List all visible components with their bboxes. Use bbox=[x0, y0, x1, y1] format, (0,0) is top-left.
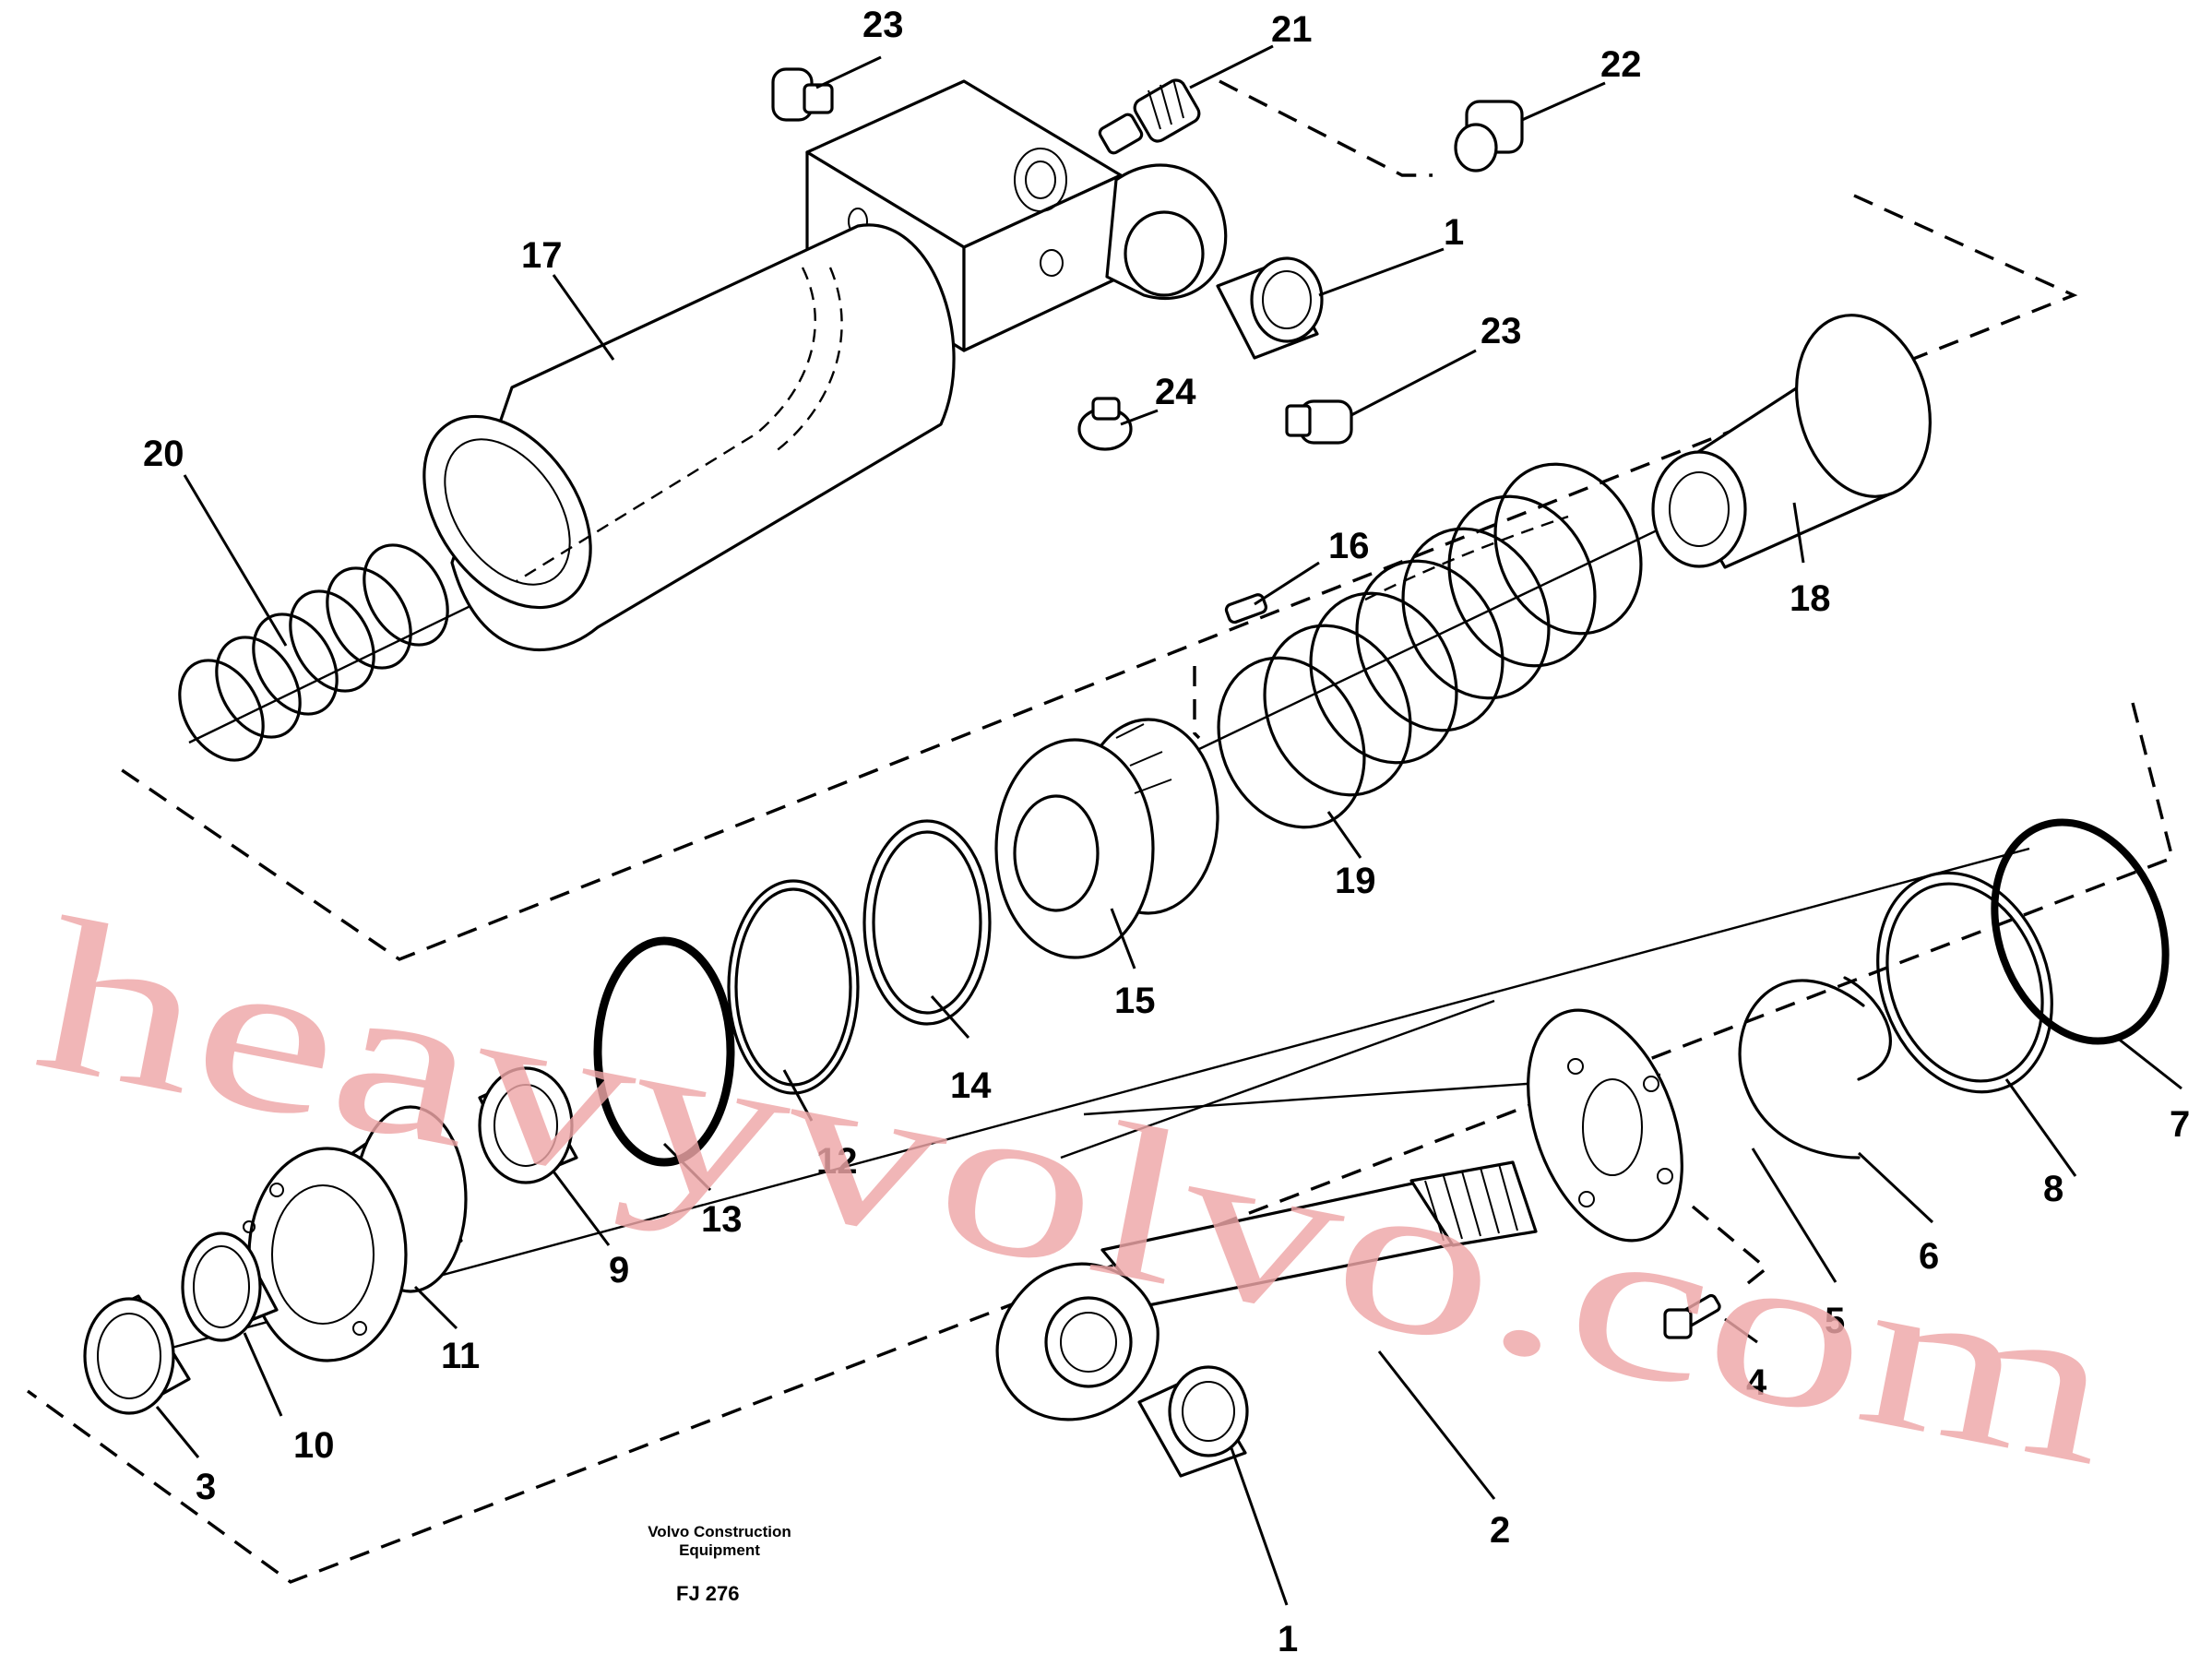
callout-21: 21 bbox=[1271, 9, 1313, 50]
callout-15: 15 bbox=[1114, 981, 1156, 1021]
callout-19: 19 bbox=[1335, 861, 1376, 901]
callout-20: 20 bbox=[143, 434, 184, 474]
callout-18: 18 bbox=[1790, 578, 1831, 619]
wiper-3 bbox=[83, 1294, 191, 1415]
callout-13: 13 bbox=[701, 1199, 743, 1240]
callout-10: 10 bbox=[293, 1425, 335, 1466]
callout-3: 3 bbox=[196, 1467, 216, 1507]
ring-14 bbox=[862, 819, 992, 1026]
caption-block: Volvo Construction Equipment FJ 276 bbox=[648, 1523, 791, 1605]
plug-23-top bbox=[771, 67, 834, 122]
gland-11 bbox=[243, 1105, 468, 1362]
callout-2: 2 bbox=[1490, 1510, 1510, 1551]
bolt-4 bbox=[1663, 1293, 1721, 1339]
callout-24: 24 bbox=[1155, 372, 1196, 412]
sleeve-18 bbox=[1651, 314, 1932, 569]
spring-20 bbox=[178, 543, 449, 762]
bushing-9 bbox=[478, 1066, 578, 1184]
plug-24 bbox=[1077, 397, 1133, 451]
callout-17: 17 bbox=[521, 235, 563, 276]
callout-23-top: 23 bbox=[862, 5, 904, 45]
snap-ring-6 bbox=[1738, 976, 1892, 1160]
spring-19 bbox=[1217, 462, 1643, 829]
callout-23-side: 23 bbox=[1481, 311, 1522, 351]
bushing-1-top bbox=[1216, 256, 1324, 360]
callout-6: 6 bbox=[1919, 1236, 1939, 1277]
set-screw-16 bbox=[1224, 593, 1268, 624]
assembly-dashed-lines bbox=[27, 79, 2175, 1584]
ring-7 bbox=[1991, 818, 2170, 1045]
callout-4: 4 bbox=[1746, 1362, 1767, 1403]
callout-22: 22 bbox=[1600, 44, 1642, 85]
bushing-1-bottom bbox=[1137, 1365, 1249, 1478]
leader-lines bbox=[155, 44, 2182, 1606]
breather-valve-21 bbox=[1098, 78, 1201, 155]
callout-12: 12 bbox=[816, 1141, 858, 1182]
callout-8: 8 bbox=[2043, 1169, 2063, 1209]
callout-1-top: 1 bbox=[1444, 212, 1464, 253]
figure-code: FJ 276 bbox=[676, 1582, 740, 1605]
caption-line-1: Volvo Construction bbox=[648, 1523, 791, 1540]
piston-15 bbox=[994, 718, 1219, 959]
plate-5 bbox=[1527, 1008, 1683, 1243]
cylinder-tube-17 bbox=[422, 79, 1228, 651]
caption-line-2: Equipment bbox=[679, 1541, 760, 1559]
ring-13 bbox=[593, 936, 735, 1167]
callout-9: 9 bbox=[609, 1250, 629, 1290]
callout-11: 11 bbox=[441, 1336, 480, 1376]
plug-23-side bbox=[1285, 399, 1353, 445]
callout-numbers: 23 21 22 1 23 24 17 20 18 16 19 15 14 12… bbox=[143, 5, 2190, 1659]
callout-5: 5 bbox=[1825, 1301, 1845, 1341]
callout-1-bottom: 1 bbox=[1278, 1619, 1298, 1659]
callout-14: 14 bbox=[950, 1065, 992, 1106]
ring-8 bbox=[1876, 871, 2053, 1094]
seal-10 bbox=[181, 1231, 279, 1342]
callout-16: 16 bbox=[1328, 526, 1370, 566]
plug-22 bbox=[1454, 100, 1524, 172]
callout-7: 7 bbox=[2170, 1104, 2190, 1145]
piston-rod-2 bbox=[995, 1160, 1538, 1421]
